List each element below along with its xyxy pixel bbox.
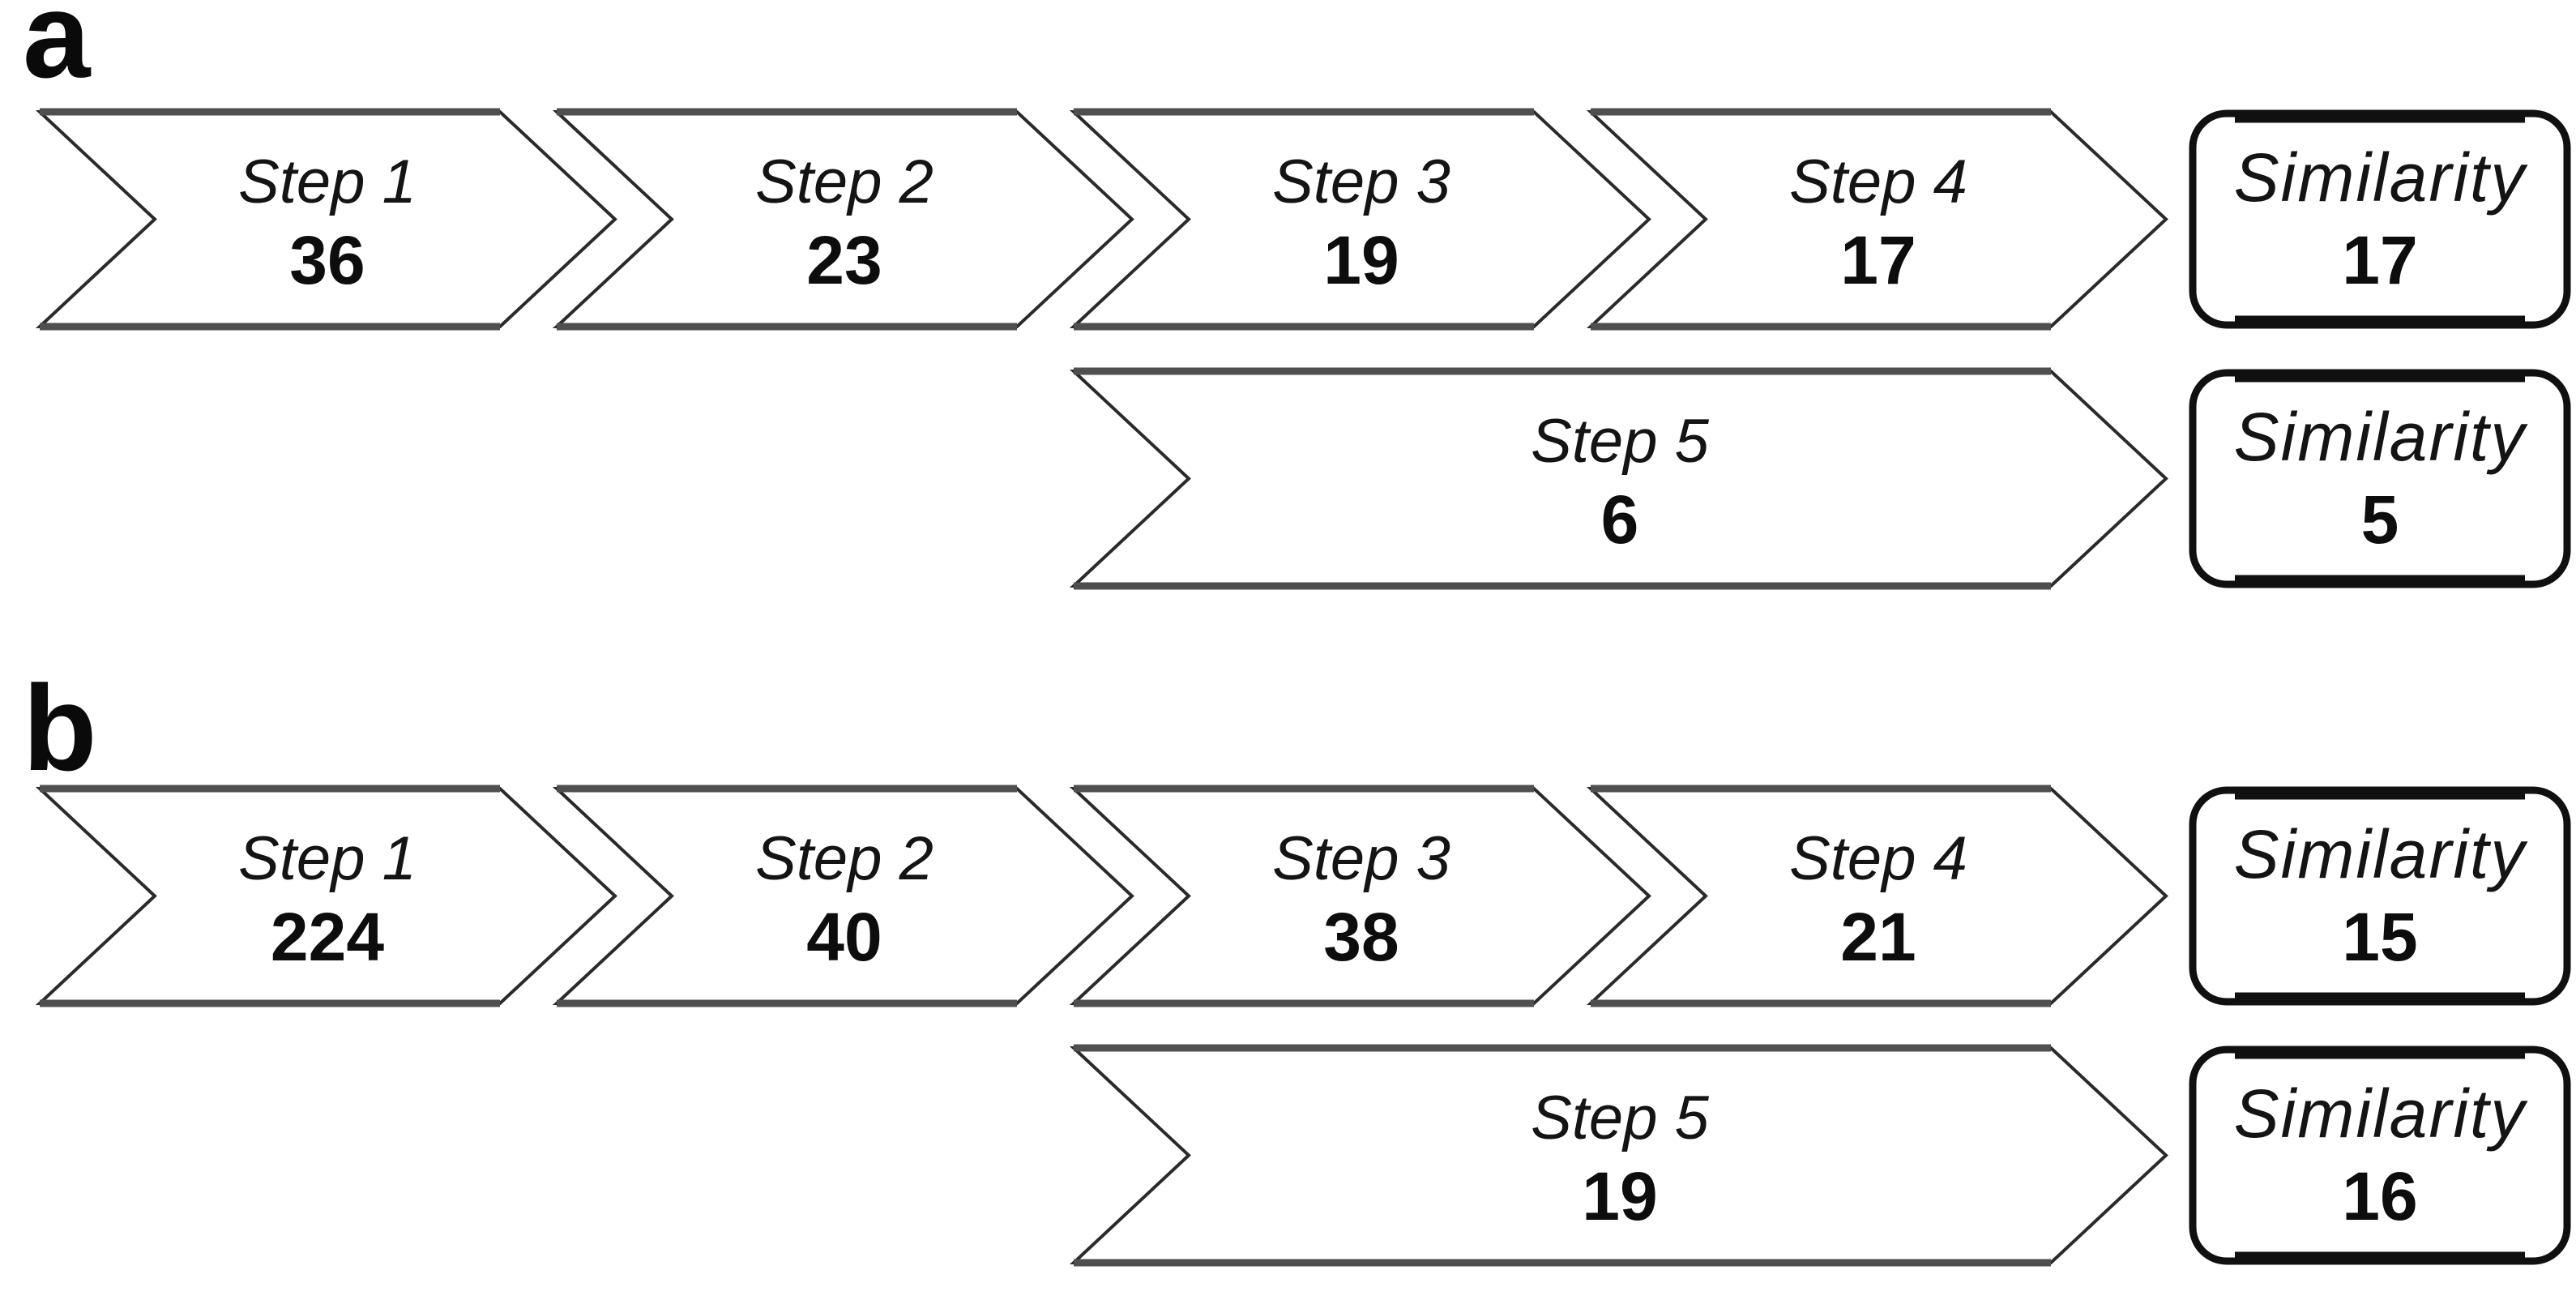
step-label: Step 2 — [755, 148, 933, 216]
similarity-value: 16 — [2342, 1158, 2417, 1234]
step-label: Step 3 — [1272, 824, 1450, 893]
step-label: Step 1 — [238, 148, 417, 216]
panel-a: a Step 1 36 Step 2 23 Step 3 19 Step 4 1… — [23, 0, 2567, 586]
step-value: 6 — [1601, 481, 1639, 558]
similarity-label: Similarity — [2234, 816, 2529, 892]
panel-b: b Step 1 224 Step 2 40 Step 3 38 Step 4 … — [23, 660, 2567, 1263]
step-label: Step 1 — [238, 824, 417, 893]
similarity-value: 15 — [2342, 899, 2417, 975]
similarity-value: 5 — [2361, 481, 2399, 558]
step-label: Step 2 — [755, 824, 933, 893]
step-value: 19 — [1582, 1158, 1657, 1234]
similarity-label: Similarity — [2234, 139, 2529, 216]
step-value: 21 — [1840, 899, 1916, 975]
step-value: 38 — [1323, 899, 1399, 975]
step-label: Step 3 — [1272, 148, 1450, 216]
step-value: 23 — [806, 222, 882, 298]
step-label: Step 4 — [1789, 824, 1967, 893]
step-label: Step 5 — [1531, 407, 1709, 476]
step-value: 36 — [289, 222, 365, 298]
step-value: 40 — [806, 899, 882, 975]
step-label: Step 4 — [1789, 148, 1967, 216]
similarity-value: 17 — [2342, 222, 2417, 298]
similarity-label: Similarity — [2234, 1075, 2529, 1152]
step-value: 224 — [271, 899, 384, 975]
similarity-label: Similarity — [2234, 399, 2529, 475]
step-value: 17 — [1840, 222, 1916, 298]
step-label: Step 5 — [1531, 1084, 1709, 1152]
step-value: 19 — [1323, 222, 1399, 298]
panel-b-label: b — [23, 660, 97, 796]
panel-a-label: a — [23, 0, 92, 103]
